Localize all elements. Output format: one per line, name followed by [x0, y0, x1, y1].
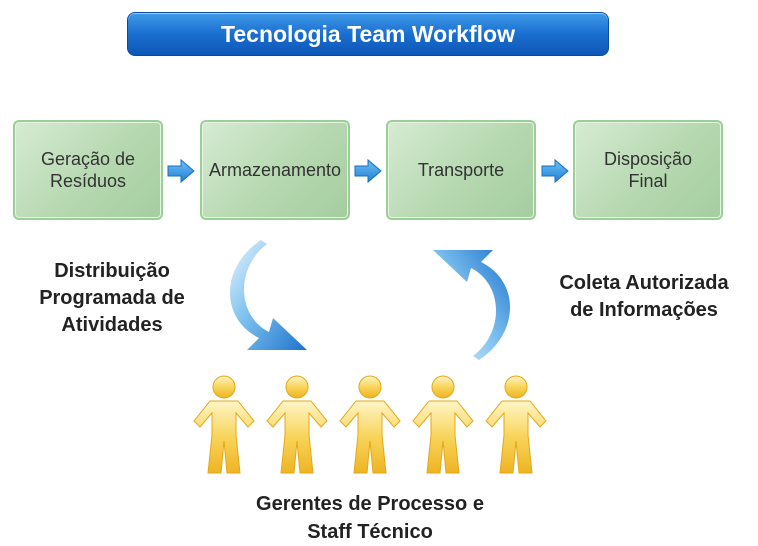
step-transport: Transporte [386, 120, 536, 220]
step-final-disposal: Disposição Final [573, 120, 723, 220]
left-cycle-label: Distribuição Programada de Atividades [39, 260, 185, 336]
step-storage: Armazenamento [200, 120, 350, 220]
upward-curved-arrow-icon [433, 250, 511, 360]
step-label: Geração de Resíduos [40, 149, 136, 191]
step-label: Armazenamento [208, 160, 342, 180]
step-waste-generation: Geração de Resíduos [13, 120, 163, 220]
diagram-title: Tecnologia Team Workflow [221, 20, 515, 47]
cycle-arrows [229, 240, 511, 360]
flow-arrow-icon [541, 158, 569, 184]
step-label: Disposição Final [603, 149, 693, 191]
right-cycle-label: Coleta Autorizada de Informações [559, 272, 729, 321]
team-label: Gerentes de Processo e Staff Técnico [256, 493, 484, 543]
step-label: Transporte [417, 160, 505, 180]
team-people-icon [193, 375, 547, 474]
flow-arrow-icon [354, 158, 382, 184]
title-banner: Tecnologia Team Workflow [127, 12, 609, 56]
downward-curved-arrow-icon [229, 240, 307, 350]
flow-arrow-icon [167, 158, 195, 184]
